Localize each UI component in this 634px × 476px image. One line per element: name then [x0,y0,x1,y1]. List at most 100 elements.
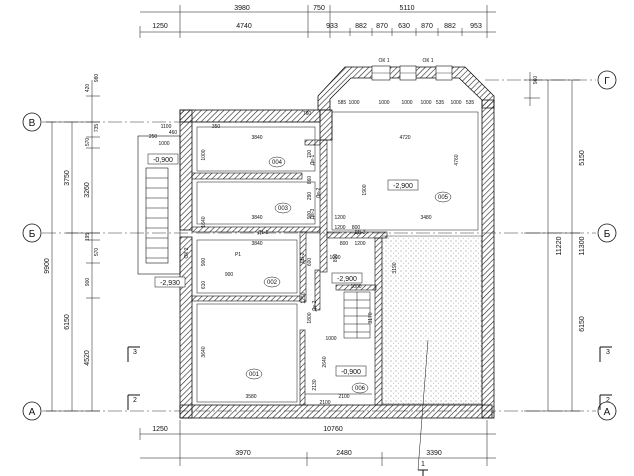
svg-text:005: 005 [438,195,449,201]
svg-text:3390: 3390 [426,450,442,457]
svg-text:882: 882 [355,23,367,30]
room-tag-001: 001 [245,368,263,380]
svg-text:4720: 4720 [399,135,410,141]
axis-bubble-b-left: Б [22,223,42,243]
svg-text:Дв-3: Дв-3 [310,209,316,220]
svg-text:760: 760 [303,111,312,117]
right-dims: 11300 11220 960 5150 6150 [533,76,586,332]
interior-stair [343,291,371,339]
svg-text:Д1-1: Д1-1 [258,230,269,236]
svg-text:735: 735 [94,124,100,133]
svg-text:2: 2 [133,397,137,404]
svg-text:800: 800 [340,241,349,247]
svg-text:1000: 1000 [325,336,336,342]
svg-text:2480: 2480 [336,450,352,457]
svg-text:1250: 1250 [152,23,168,30]
svg-text:535: 535 [466,100,475,106]
svg-text:А: А [604,407,611,418]
svg-text:1000: 1000 [450,100,461,106]
interior-dims: 1000 1000 535 1000 585 1000 1000 535 384… [158,100,474,406]
svg-text:1000: 1000 [201,149,207,160]
svg-text:003: 003 [278,206,289,212]
svg-text:1000: 1000 [401,100,412,106]
level-marker-3: -2,930 [154,276,186,288]
section-cut-marks [127,339,612,476]
svg-text:ДВ-2: ДВ-2 [300,252,306,263]
outer-walls [179,66,495,419]
svg-text:3840: 3840 [251,241,262,247]
svg-text:1200: 1200 [354,241,365,247]
svg-text:2100: 2100 [338,394,349,400]
svg-text:350: 350 [212,124,221,130]
interior-walls [191,139,388,406]
axis-bubble-v: В [22,112,42,132]
svg-text:6150: 6150 [579,316,586,332]
axis-bubble-g: Г [597,70,617,90]
room-tag-002: 002 [263,276,281,288]
svg-text:10760: 10760 [323,426,343,433]
svg-text:3260: 3260 [84,182,91,198]
dim-lines-top [139,5,496,38]
level-marker-2: -2,900 [387,179,419,191]
svg-text:3980: 3980 [234,5,250,12]
svg-text:2130: 2130 [312,379,318,390]
dim-lines-right [524,72,580,412]
svg-text:3750: 3750 [64,170,71,186]
svg-text:001: 001 [249,372,260,378]
svg-text:6150: 6150 [64,314,71,330]
svg-text:610: 610 [201,281,207,290]
svg-text:3640: 3640 [201,346,207,357]
svg-text:630: 630 [398,23,410,30]
svg-text:1800: 1800 [307,312,313,323]
svg-text:3170: 3170 [368,312,374,323]
svg-text:006: 006 [355,386,366,392]
svg-text:3840: 3840 [251,135,262,141]
svg-text:2: 2 [606,397,610,404]
svg-text:11220: 11220 [556,236,563,255]
svg-text:3970: 3970 [235,450,251,457]
dim-lines-bottom [139,420,496,466]
svg-text:570: 570 [94,248,100,257]
svg-text:800: 800 [352,225,361,231]
svg-text:002: 002 [267,280,278,286]
svg-text:3580: 3580 [245,394,256,400]
svg-text:953: 953 [470,23,482,30]
svg-text:1000: 1000 [420,100,431,106]
svg-text:ОК 1: ОК 1 [379,58,390,64]
svg-text:3840: 3840 [251,215,262,221]
svg-text:960: 960 [533,76,539,85]
svg-text:004: 004 [272,160,283,166]
svg-text:535: 535 [436,100,445,106]
svg-text:Б: Б [29,229,36,240]
room-tag-004: 004 [268,156,286,168]
svg-text:3: 3 [606,349,610,356]
svg-text:700: 700 [307,150,313,159]
svg-text:-2,900: -2,900 [393,183,413,190]
svg-text:250: 250 [149,134,158,140]
svg-text:1000: 1000 [158,141,169,147]
svg-text:420: 420 [85,84,91,93]
level-marker-1: -0,900 [147,153,179,165]
misc-annotations: Р1 1 2 2 3 3 [133,252,610,468]
svg-text:3190: 3190 [392,262,398,273]
svg-text:3480: 3480 [420,215,431,221]
svg-text:585: 585 [338,100,347,106]
fill-area-006 [381,235,483,405]
svg-text:1000: 1000 [350,284,361,290]
svg-text:-2,900: -2,900 [337,276,357,283]
left-dims: 9900 3750 6150 420 980 570 735 3260 195 … [44,74,157,366]
svg-text:-2,930: -2,930 [160,280,180,287]
svg-text:600: 600 [307,258,313,267]
svg-text:860: 860 [307,176,313,185]
svg-text:195: 195 [85,233,91,242]
bottom-dims: 1250 10760 3970 2480 3390 [152,426,442,457]
svg-text:1250: 1250 [152,426,168,433]
level-marker-4: -2,900 [331,272,363,284]
room-tag-003: 003 [274,202,292,214]
svg-text:900: 900 [85,278,91,287]
svg-text:570: 570 [85,138,91,147]
svg-text:2640: 2640 [322,356,328,367]
window-labels: ОК 1 ОК 1 ОК 2 [184,58,434,258]
svg-text:870: 870 [376,23,388,30]
